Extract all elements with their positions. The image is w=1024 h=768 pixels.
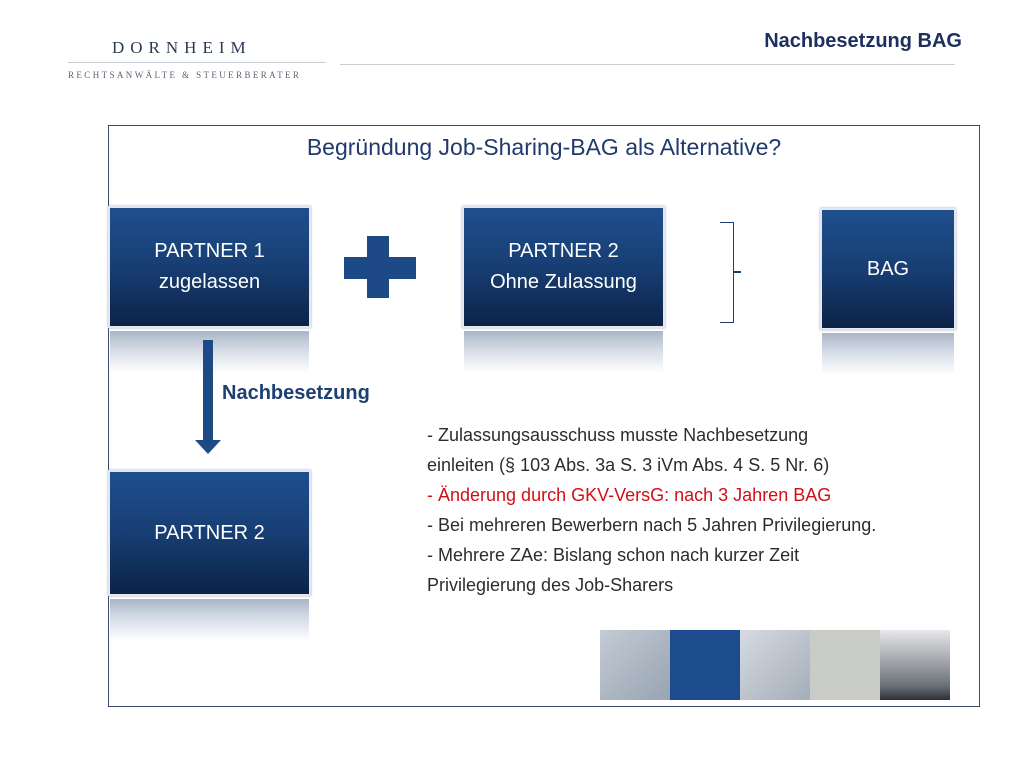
logo-divider bbox=[68, 62, 326, 63]
photo-tile-5 bbox=[880, 630, 950, 700]
photo-tile-3 bbox=[740, 630, 810, 700]
bracket-tip bbox=[733, 271, 741, 273]
bracket-icon bbox=[720, 222, 734, 323]
content-frame bbox=[108, 125, 980, 707]
partner2-bottom-box: PARTNER 2 bbox=[108, 470, 311, 596]
bag-reflection bbox=[822, 333, 954, 375]
partner2-bottom-reflection bbox=[110, 599, 309, 641]
photo-tile-2 bbox=[670, 630, 740, 700]
bullet-4-line2: Privilegierung des Job-Sharers bbox=[427, 575, 674, 595]
bullet-1-line1: - Zulassungsausschuss musste Nachbesetzu… bbox=[427, 425, 809, 445]
bullet-4-line1: - Mehrere ZAe: Bislang schon nach kurzer… bbox=[427, 545, 800, 565]
partner2-line1: PARTNER 2 bbox=[508, 240, 619, 262]
partner2-box: PARTNER 2 Ohne Zulassung bbox=[462, 206, 665, 328]
plus-icon-bar bbox=[344, 257, 416, 279]
arrow-label: Nachbesetzung bbox=[222, 382, 370, 404]
bullet-3: - Bei mehreren Bewerbern nach 5 Jahren P… bbox=[427, 515, 877, 535]
photo-tile-4 bbox=[810, 630, 880, 700]
photo-tile-1 bbox=[600, 630, 670, 700]
down-arrow-icon bbox=[203, 340, 213, 442]
partner1-box: PARTNER 1 zugelassen bbox=[108, 206, 311, 328]
logo-subtitle: RECHTSANWÄLTE & STEUERBERATER bbox=[68, 70, 302, 80]
slide-title: Begründung Job-Sharing-BAG als Alternati… bbox=[306, 134, 782, 160]
bullet-1-line2: einleiten (§ 103 Abs. 3a S. 3 iVm Abs. 4… bbox=[427, 455, 830, 475]
logo-name: DORNHEIM bbox=[112, 38, 252, 57]
header-title: Nachbesetzung BAG bbox=[764, 30, 962, 52]
partner1-line2: zugelassen bbox=[158, 271, 261, 293]
bag-label: BAG bbox=[866, 257, 910, 280]
partner2-line2: Ohne Zulassung bbox=[490, 271, 637, 293]
partner2-reflection bbox=[464, 331, 663, 373]
header-divider bbox=[340, 64, 955, 65]
down-arrow-head bbox=[195, 440, 221, 454]
photo-strip bbox=[600, 630, 950, 700]
bullet-2: - Änderung durch GKV-VersG: nach 3 Jahre… bbox=[427, 485, 832, 505]
bag-box: BAG bbox=[820, 208, 956, 330]
bullet-list: - Zulassungsausschuss musste Nachbesetzu… bbox=[427, 420, 967, 600]
partner2-bottom-label: PARTNER 2 bbox=[154, 521, 265, 544]
partner1-line1: PARTNER 1 bbox=[154, 240, 265, 262]
